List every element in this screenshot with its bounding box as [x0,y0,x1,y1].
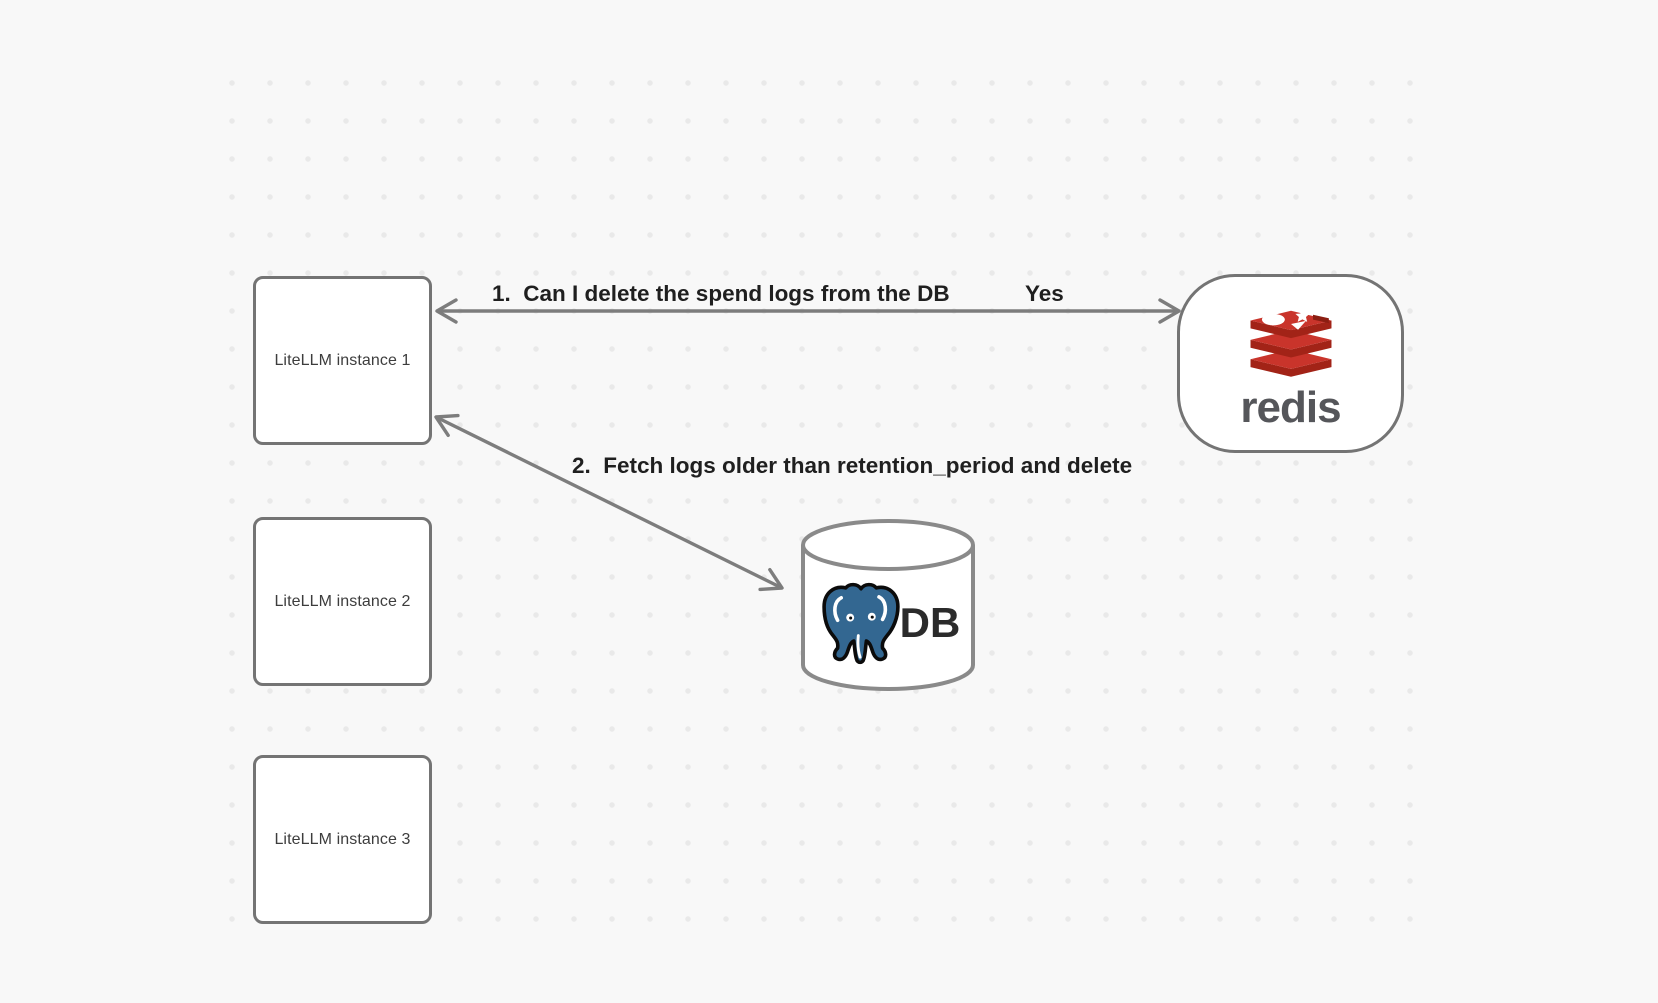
node-label: LiteLLM instance 1 [274,351,411,369]
redis-wordmark: redis [1240,383,1341,432]
edge-instance1-db [434,413,784,592]
edge1-label: 1. Can I delete the spend logs from the … [492,281,950,306]
db-content: DB [799,577,977,669]
redis-stack-logo-icon [1250,309,1331,377]
node-litellm-instance-3: LiteLLM instance 3 [253,755,432,924]
node-redis: redis [1177,274,1404,453]
node-litellm-instance-2: LiteLLM instance 2 [253,517,432,686]
node-db: DB [799,519,977,693]
db-label: DB [899,599,961,646]
node-label: LiteLLM instance 2 [274,592,411,610]
edge1-answer-label: Yes [1025,281,1064,306]
node-label: LiteLLM instance 3 [274,830,411,848]
postgresql-elephant-icon [821,582,900,665]
edge2-label: 2. Fetch logs older than retention_perio… [572,453,1133,478]
node-litellm-instance-1: LiteLLM instance 1 [253,276,432,445]
